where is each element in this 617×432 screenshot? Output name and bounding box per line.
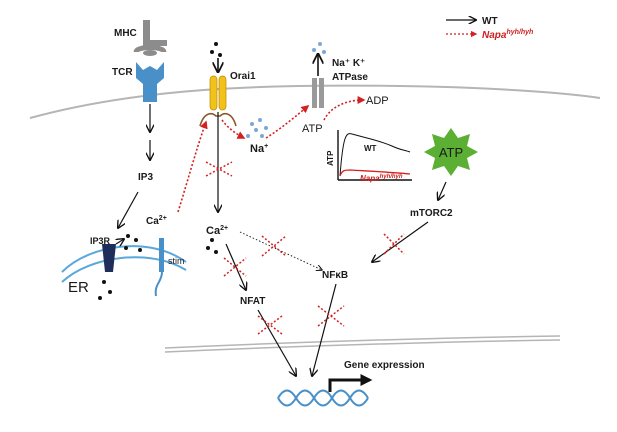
tcr-receptor [136,62,164,102]
adp-label: ADP [366,95,389,107]
atp-star [424,128,478,176]
arrow-mtorc2-to-nfkb [372,221,429,262]
gene-expression-label: Gene expression [344,360,425,371]
inset-mutant-label: Napahyh/hyh [360,174,403,183]
inhibition-cross-nfat-gene [257,315,283,335]
mhc-label: MHC [114,28,137,39]
er-label: ER [68,279,89,296]
extracellular-ca-dots [210,42,222,57]
ca-dots-er [98,234,142,300]
ca-dots-cytosol [206,238,218,254]
inhibition-cross-ca-nfat [223,257,247,277]
inset-ylabel: ATP [326,150,335,166]
ip3r-channel [102,244,116,272]
atp-star-label: ATP [439,145,463,160]
arrow-nfkb-to-gene [312,283,337,376]
ca-er-label: Ca2+ [146,215,167,227]
na-k-atpase [312,78,324,108]
arrow-ip3r-release [116,239,124,244]
mutant-arrow-na-to-atpase [265,104,310,139]
mtorc2-label: mTORC2 [410,208,453,219]
mutant-arrow-atp-to-adp [323,96,366,121]
mutant-arrow-orai-to-na [221,119,246,139]
plasma-membrane [29,84,601,119]
gene-expression-arrow [328,374,373,392]
mutant-arrow-er-to-orai [177,120,208,213]
ca-cyt-label: Ca2+ [206,225,228,237]
legend: WT Napahyh/hyh [446,16,533,41]
na-label: Na+ [250,143,268,155]
inhibition-cross-ca-influx [205,161,233,177]
inset-wt-curve [339,133,411,177]
atpase-ion-dots [312,42,326,54]
nfkb-label: NFκB [322,270,348,281]
inhibition-cross-nfkb-gene [317,305,345,327]
mhc-molecule [133,20,167,56]
arrow-ca-to-nfat [225,243,246,290]
atp-inset-plot [337,130,412,181]
atpase-label-line2: ATPase [332,72,368,83]
legend-wt-label: WT [482,16,498,27]
dna-helix [277,389,369,407]
legend-mutant-label: Napahyh/hyh [482,29,533,41]
ip3r-label: IP3R [90,236,111,246]
ip3-label: IP3 [138,172,153,183]
inset-wt-label: WT [364,144,377,153]
stim-protein [154,238,164,297]
orai1-channel [199,75,237,127]
nuclear-membrane [164,335,561,353]
inhibition-cross-ca-nfkb [261,235,287,257]
er-membrane [61,245,187,283]
atpase-label-line1: Na⁺ K⁺ [332,58,365,69]
orai1-label: Orai1 [230,71,256,82]
atp-label: ATP [302,123,323,135]
inset-mutant-curve [339,169,411,177]
nfat-label: NFAT [240,296,265,307]
tcr-label: TCR [112,67,133,78]
arrow-ca-to-nfkb [239,231,322,270]
stim-label: stim [168,256,185,266]
na-ion-dots [246,118,268,138]
inhibition-cross-mtorc2-nfkb [383,233,405,255]
arrow-ip3-to-ip3r [118,191,139,228]
arrow-atp-to-mtorc2 [438,181,447,200]
